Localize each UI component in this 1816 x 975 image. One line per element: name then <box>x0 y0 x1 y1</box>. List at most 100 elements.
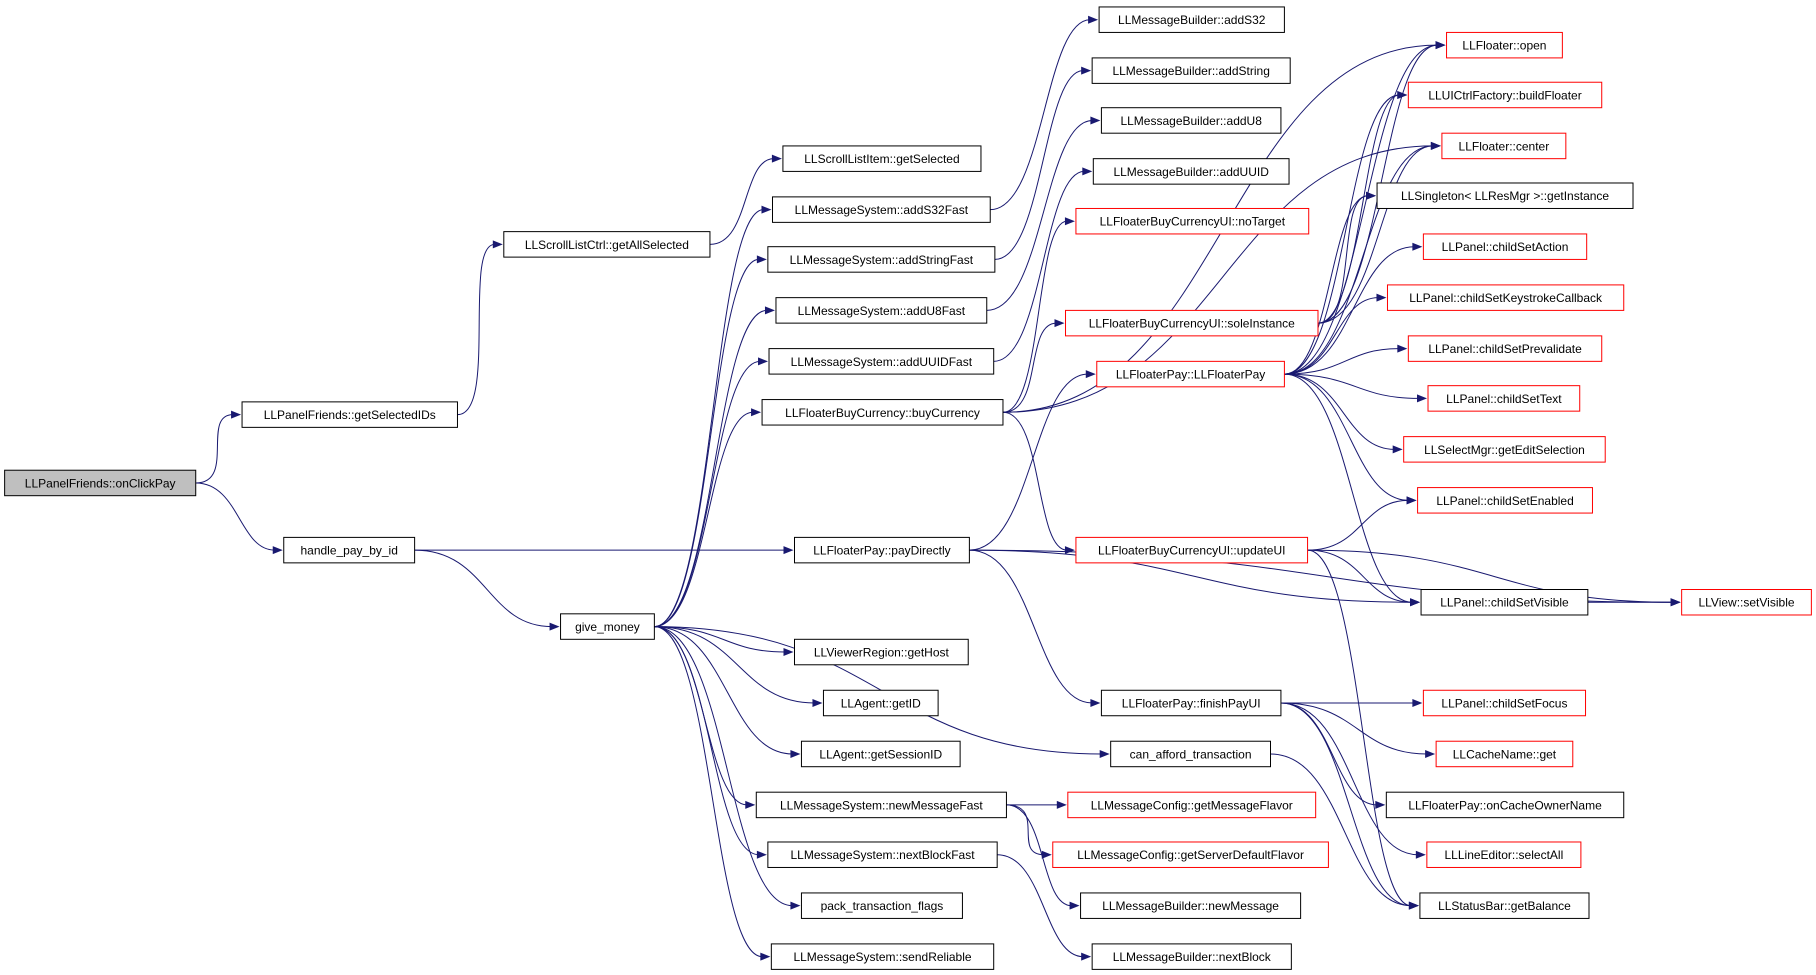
node-label: LLCacheName::get <box>1453 747 1557 761</box>
call-edge <box>1006 804 1072 907</box>
node-select-all: LLLineEditor::selectAll <box>1426 841 1582 868</box>
call-edge <box>1284 373 1395 450</box>
arrow-icon <box>783 546 794 555</box>
node-box <box>800 892 963 919</box>
arrow-icon <box>745 800 756 809</box>
node-label: LLMessageSystem::sendReliable <box>793 950 971 964</box>
node-label: LLSingleton< LLResMgr >::getInstance <box>1401 189 1609 203</box>
node-add-uuidfast: LLMessageSystem::addUUIDFast <box>768 348 995 375</box>
node-box <box>1075 207 1310 235</box>
node-label: LLFloater::center <box>1459 139 1550 153</box>
call-edge <box>1307 549 1411 907</box>
node-box <box>770 943 995 970</box>
call-edge <box>1284 348 1400 375</box>
arrow-icon <box>1412 242 1423 251</box>
arrow-icon <box>1090 116 1101 125</box>
node-label: LLPanel::childSetText <box>1446 392 1562 406</box>
arrow-icon <box>790 901 801 910</box>
node-add-string-fast: LLMessageSystem::addStringFast <box>767 246 996 273</box>
node-no-target: LLFloaterBuyCurrencyUI::noTarget <box>1075 207 1310 235</box>
node-get-host: LLViewerRegion::getHost <box>794 638 969 666</box>
call-edge <box>654 626 793 755</box>
call-edge <box>997 854 1084 958</box>
arrow-icon <box>1430 141 1441 150</box>
call-edge <box>457 243 495 416</box>
node-add-u8-fast: LLMessageSystem::addU8Fast <box>775 297 988 324</box>
call-edge <box>654 626 786 653</box>
node-box <box>1065 309 1319 337</box>
node-on-cache-owner-name: LLFloaterPay::onCacheOwnerName <box>1385 791 1625 819</box>
node-label: LLMessageBuilder::addString <box>1112 64 1269 78</box>
node-box <box>1096 360 1285 388</box>
call-edge <box>1270 753 1411 907</box>
node-label: give_money <box>575 620 640 634</box>
arrow-icon <box>549 622 560 631</box>
arrow-icon <box>1406 496 1417 505</box>
call-edge <box>709 158 774 245</box>
call-edge <box>654 626 759 856</box>
node-label: can_afford_transaction <box>1130 747 1252 761</box>
node-label: LLFloaterBuyCurrencyUI::updateUI <box>1098 544 1285 558</box>
arrow-icon <box>764 306 775 315</box>
node-box <box>794 638 969 666</box>
arrow-icon <box>756 255 767 264</box>
node-label: pack_transaction_flags <box>821 899 944 913</box>
call-edge <box>1280 702 1428 755</box>
arrow-icon <box>1054 319 1065 328</box>
node-label: LLMessageBuilder::addU8 <box>1120 114 1262 128</box>
node-box <box>1110 740 1272 768</box>
node-label: LLFloaterBuyCurrencyUI::noTarget <box>1100 215 1286 229</box>
node-send-reliable: LLMessageSystem::sendReliable <box>770 943 995 970</box>
node-next-block: LLMessageBuilder::nextBlock <box>1091 943 1292 970</box>
call-edge <box>1307 499 1409 551</box>
node-llfloater-pay-ctor: LLFloaterPay::LLFloaterPay <box>1096 360 1285 388</box>
node-label: LLFloaterPay::finishPayUI <box>1122 697 1261 711</box>
node-label: LLMessageBuilder::addUUID <box>1113 165 1269 179</box>
node-on-click-pay: LLPanelFriends::onClickPay <box>4 469 197 497</box>
call-edge <box>654 209 764 628</box>
node-box <box>503 231 711 258</box>
call-edge <box>654 626 763 958</box>
arrow-icon <box>790 749 801 758</box>
node-box <box>782 145 982 172</box>
arrow-icon <box>231 410 242 419</box>
node-label: LLAgent::getSessionID <box>819 747 942 761</box>
node-label: LLMessageConfig::getMessageFlavor <box>1091 798 1293 812</box>
node-box <box>771 196 991 223</box>
node-label: LLFloater::open <box>1462 39 1546 53</box>
call-edge <box>1006 804 1044 856</box>
call-edge <box>654 411 754 628</box>
arrow-icon <box>1415 850 1426 859</box>
node-box <box>1426 841 1582 868</box>
arrow-icon <box>1408 901 1419 910</box>
node-label: LLStatusBar::getBalance <box>1438 899 1571 913</box>
node-box <box>1403 436 1606 463</box>
node-box <box>283 536 416 564</box>
call-edge <box>1280 702 1418 856</box>
node-box <box>1386 284 1625 311</box>
node-label: LLViewerRegion::getHost <box>814 646 950 660</box>
node-box <box>1098 6 1285 33</box>
node-label: LLFloaterBuyCurrency::buyCurrency <box>785 406 980 420</box>
call-edge <box>1284 145 1433 375</box>
node-label: LLLineEditor::selectAll <box>1445 848 1564 862</box>
node-box <box>794 536 970 564</box>
node-get-instance: LLSingleton< LLResMgr >::getInstance <box>1376 182 1634 209</box>
arrow-icon <box>1099 749 1110 758</box>
call-edge <box>1317 145 1433 324</box>
node-box <box>1407 81 1603 109</box>
arrow-icon <box>1081 952 1092 961</box>
node-label: LLPanelFriends::getSelectedIDs <box>264 408 436 422</box>
call-edge <box>195 482 275 551</box>
arrow-icon <box>1090 699 1101 708</box>
node-box <box>1052 841 1329 868</box>
node-label: LLUICtrlFactory::buildFloater <box>1428 88 1581 102</box>
arrow-icon <box>1064 217 1075 226</box>
node-label: LLMessageBuilder::newMessage <box>1102 899 1279 913</box>
node-add-uuid: LLMessageBuilder::addUUID <box>1092 158 1290 185</box>
node-pack-transaction-flags: pack_transaction_flags <box>800 892 963 919</box>
arrow-icon <box>1366 191 1377 200</box>
call-edge <box>1317 94 1400 324</box>
arrow-icon <box>1412 699 1423 708</box>
node-set-visible: LLView::setVisible <box>1681 589 1812 616</box>
